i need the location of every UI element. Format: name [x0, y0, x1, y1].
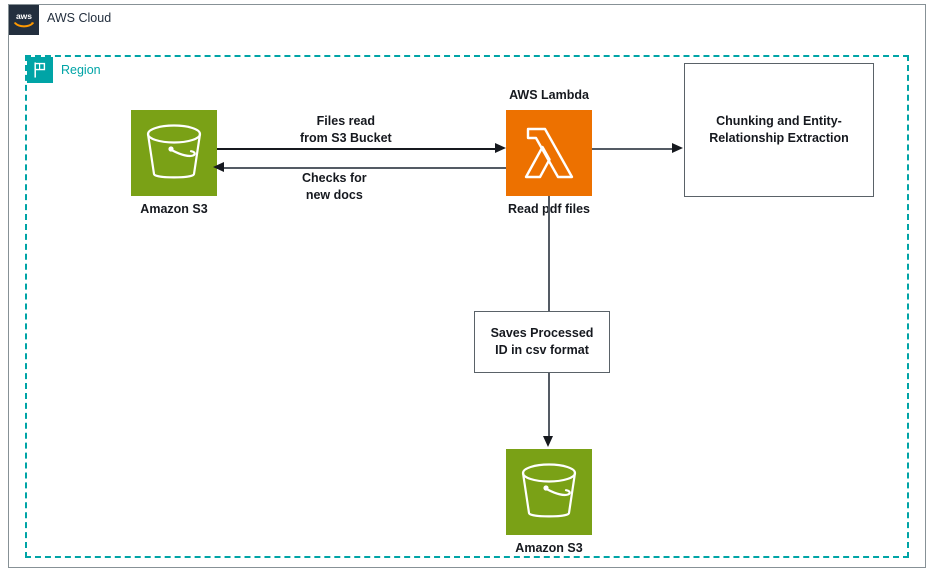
edge-label-checks-line2: new docs	[305, 187, 363, 202]
edge-label-files-read: Files read from S3 Bucket	[300, 113, 392, 147]
edge-label-checks-for-new-docs: Checks for new docs	[302, 170, 367, 204]
node-label-amazon-s3-source: Amazon S3	[140, 202, 208, 216]
arrowhead-lambda-to-chunking	[672, 143, 683, 153]
arrowhead-saves-to-s3-sink	[543, 436, 553, 447]
edge-label-files-read-line2: from S3 Bucket	[300, 130, 392, 145]
edge-label-files-read-line1: Files read	[316, 114, 376, 128]
node-label-amazon-s3-sink: Amazon S3	[515, 541, 583, 555]
edge-label-checks-line1: Checks for	[302, 171, 367, 185]
node-amazon-s3-sink[interactable]: Amazon S3	[506, 449, 592, 555]
box-chunking-line2: Relationship Extraction	[709, 131, 849, 145]
amazon-s3-bucket-icon	[131, 110, 217, 196]
amazon-s3-bucket-icon	[506, 449, 592, 535]
region-boundary	[25, 55, 909, 558]
connector-lambda-to-saves	[548, 196, 550, 311]
box-saves-line2: ID in csv format	[495, 343, 589, 357]
node-amazon-s3-source[interactable]: Amazon S3	[131, 110, 217, 216]
box-saves-line1: Saves Processed	[490, 326, 594, 341]
node-title-aws-lambda: AWS Lambda	[509, 88, 589, 102]
connector-lambda-to-chunking	[592, 148, 672, 150]
arrowhead-lambda-to-s3	[213, 162, 224, 172]
arrowhead-s3-to-lambda	[495, 143, 506, 153]
process-box-chunking-extraction[interactable]: Chunking and Entity- Relationship Extrac…	[684, 63, 874, 197]
aws-logo-icon: aws	[9, 5, 39, 35]
node-aws-lambda[interactable]: AWS Lambda Read pdf files	[506, 88, 592, 216]
box-chunking-line1: Chunking and Entity-	[716, 114, 842, 129]
region-label: Region	[61, 63, 101, 77]
connector-lambda-to-s3	[224, 167, 506, 169]
connector-s3-to-lambda	[217, 148, 500, 150]
aws-lambda-icon	[506, 110, 592, 196]
process-box-saves-processed-id[interactable]: Saves Processed ID in csv format	[474, 311, 610, 373]
svg-text:aws: aws	[16, 11, 32, 21]
region-flag-icon	[27, 57, 53, 83]
aws-cloud-label: AWS Cloud	[47, 11, 112, 25]
connector-saves-to-s3-sink	[548, 373, 550, 437]
